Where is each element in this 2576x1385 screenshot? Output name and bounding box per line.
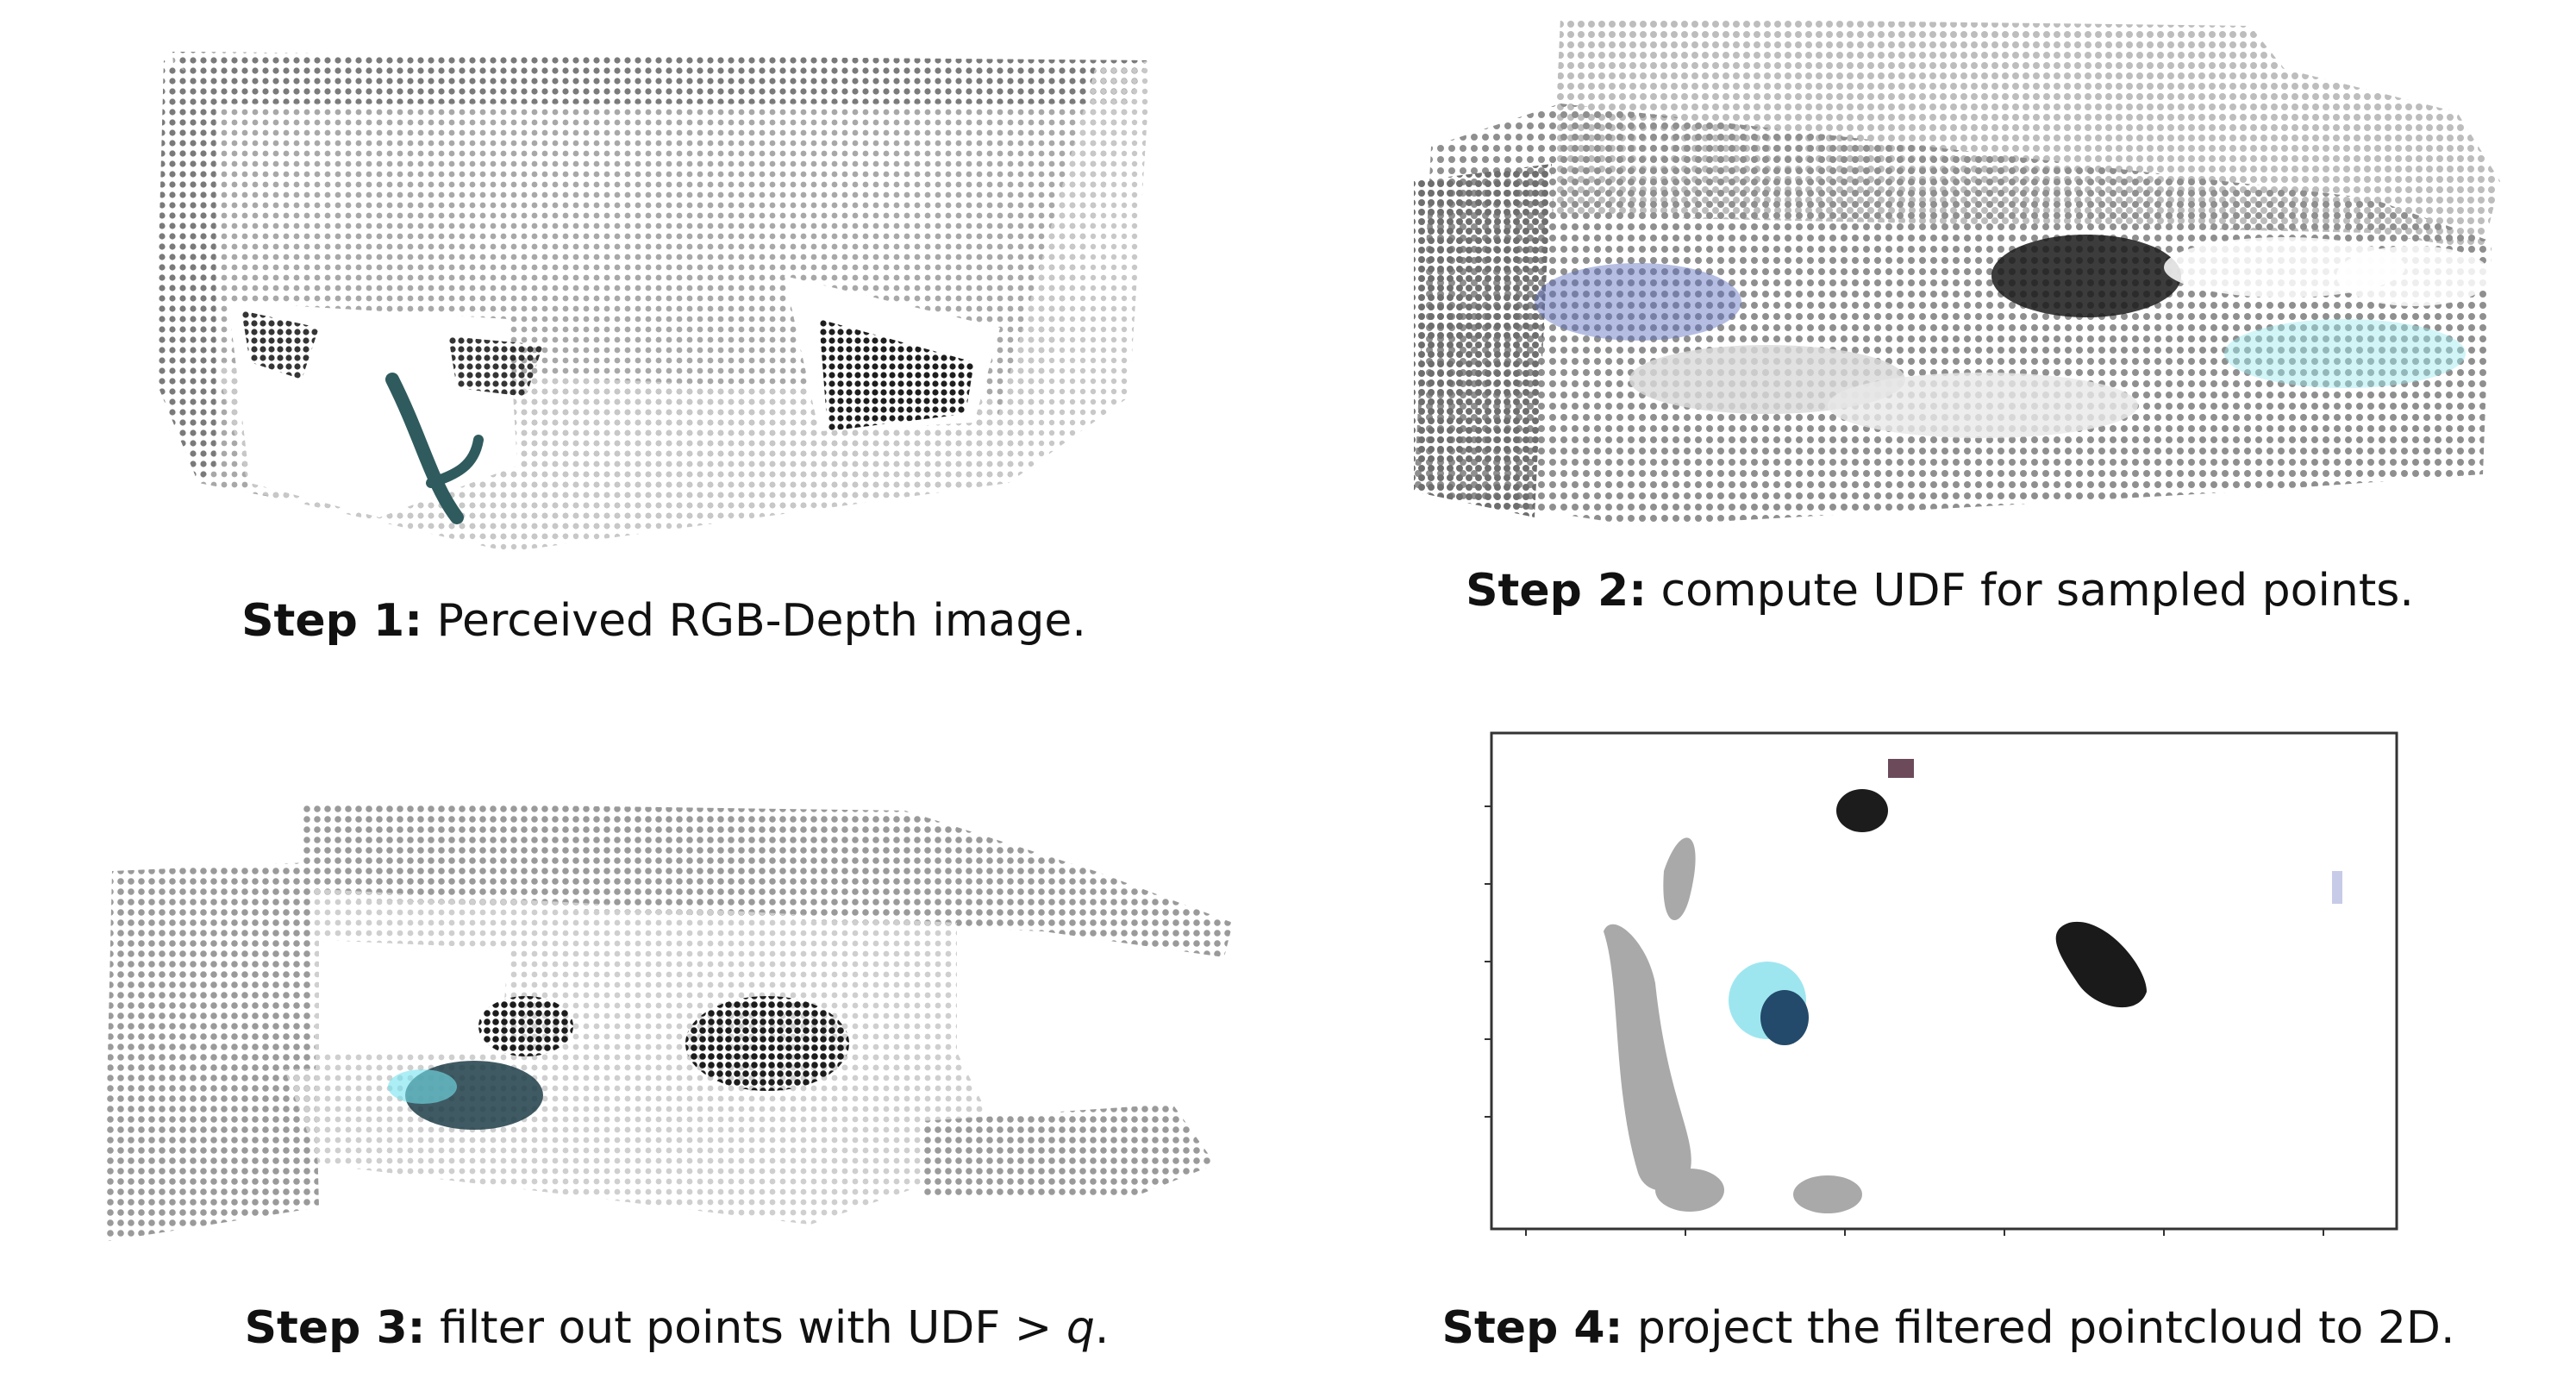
- step2-udf-image: [1414, 17, 2500, 526]
- step4-caption: Step 4: project the filtered pointcloud …: [1414, 1302, 2483, 1354]
- step3-text: filter out points with UDF >: [425, 1302, 1066, 1354]
- step2-label: Step 2:: [1466, 565, 1647, 617]
- blob-top-mark: [1888, 759, 1914, 778]
- step4-label: Step 4:: [1441, 1302, 1623, 1354]
- step2-udf-panel: [1379, 9, 2500, 543]
- step1-label: Step 1:: [241, 595, 422, 647]
- step4-projection-panel: [1483, 724, 2405, 1242]
- blob-blue: [1760, 990, 1809, 1045]
- step3-caption: Step 3: filter out points with UDF > q.: [95, 1302, 1259, 1354]
- step1-pointcloud-image: [155, 52, 1151, 552]
- blob-bottom-a: [1655, 1169, 1724, 1212]
- step3-label: Step 3:: [244, 1302, 426, 1354]
- step3-filtered-panel: [95, 793, 1259, 1276]
- step1-caption: Step 1: Perceived RGB-Depth image.: [147, 595, 1181, 647]
- blob-pole: [1604, 924, 1691, 1191]
- step3-end: .: [1094, 1302, 1110, 1354]
- step3-variable: q: [1066, 1302, 1095, 1354]
- x-ticks: [1525, 1229, 2324, 1236]
- blob-small: [2332, 871, 2342, 904]
- y-ticks: [1485, 805, 1491, 1118]
- step1-text: Perceived RGB-Depth image.: [422, 595, 1086, 647]
- blob-bottom-b: [1793, 1175, 1862, 1213]
- blob-upper-left: [1663, 837, 1696, 921]
- step1-pointcloud-panel: [147, 34, 1181, 552]
- step3-filtered-image: [103, 802, 1233, 1242]
- blob-top: [1836, 789, 1888, 832]
- blob-right-object: [2055, 921, 2147, 1008]
- step2-text: compute UDF for sampled points.: [1647, 565, 2414, 617]
- step2-caption: Step 2: compute UDF for sampled points.: [1379, 565, 2500, 617]
- step4-text: project the filtered pointcloud to 2D.: [1623, 1302, 2455, 1354]
- step4-projection-plot: [1485, 731, 2398, 1236]
